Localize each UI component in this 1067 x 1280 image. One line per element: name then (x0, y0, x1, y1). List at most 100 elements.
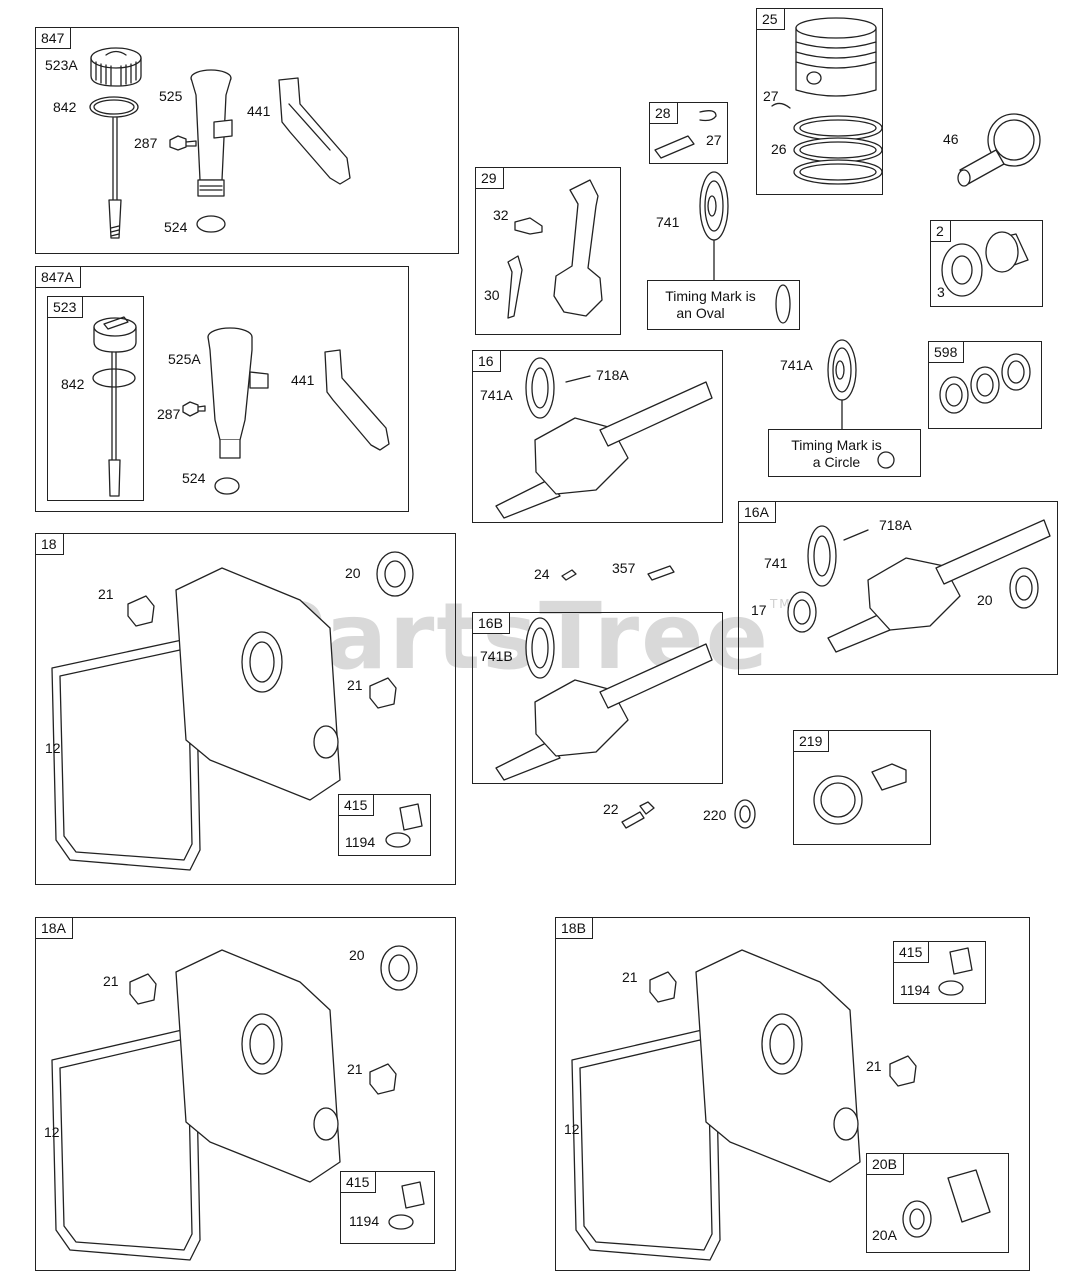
group-28-id: 28 (650, 103, 678, 124)
crankshaft-16A (787, 519, 1051, 653)
rod-29 (553, 179, 603, 317)
label-287: 287 (134, 135, 158, 151)
label-17: 17 (751, 602, 767, 618)
group-18A-415-id: 415 (341, 1172, 377, 1193)
label-741B: 741B (480, 648, 513, 664)
group-16A: 16A (738, 501, 1058, 675)
group-598-id: 598 (929, 342, 965, 363)
group-16-id: 16 (473, 351, 501, 372)
label-525A: 525A (168, 351, 201, 367)
label-21-b: 21 (347, 677, 363, 693)
dipstick (108, 117, 122, 239)
label-287-a: 287 (157, 406, 181, 422)
label-12: 12 (45, 740, 61, 756)
label-46: 46 (943, 131, 959, 147)
group-598: 598 (928, 341, 1042, 429)
group-523: 523 (47, 296, 144, 501)
group-25-id: 25 (757, 9, 785, 30)
crankshaft-16B (495, 617, 713, 781)
label-1194: 1194 (345, 834, 376, 850)
group-20B: 20B (866, 1153, 1009, 1253)
bracket-441 (278, 77, 351, 185)
label-21-18B: 21 (622, 969, 638, 985)
label-21-18A: 21 (103, 973, 119, 989)
group-847A-id: 847A (36, 267, 81, 288)
tube-525 (190, 69, 233, 197)
label-741A-loose: 741A (780, 357, 813, 373)
piston-25 (795, 17, 877, 97)
group-2: 2 (930, 220, 1043, 307)
label-30: 30 (484, 287, 500, 303)
rings-26 (793, 115, 883, 185)
group-18A-id: 18A (36, 918, 73, 939)
group-16: 16 (472, 350, 723, 523)
tube-525A (207, 327, 269, 459)
group-18B: 18B (555, 917, 1030, 1271)
group-18-id: 18 (36, 534, 64, 555)
group-18B-415: 415 (893, 941, 986, 1004)
group-18: 18 (35, 533, 456, 885)
label-441-a: 441 (291, 372, 315, 388)
label-21b-18A: 21 (347, 1061, 363, 1077)
crankcase-cover-18A (51, 949, 341, 1261)
label-27-b: 27 (763, 88, 779, 104)
group-18A-415: 415 (340, 1171, 435, 1244)
crankshaft-16 (495, 357, 713, 519)
group-219-id: 219 (794, 731, 830, 752)
label-718A: 718A (596, 367, 629, 383)
label-842-a: 842 (61, 376, 85, 392)
label-26: 26 (771, 141, 787, 157)
crankcase-cover-18B (571, 949, 861, 1261)
label-524: 524 (164, 219, 188, 235)
timing-mark-circle-note: Timing Mark is a Circle (768, 429, 921, 477)
label-20-b: 20 (977, 592, 993, 608)
gear-741 (699, 171, 729, 241)
group-847A: 847A (35, 266, 409, 512)
label-741A: 741A (480, 387, 513, 403)
oil-cap-523 (93, 316, 137, 353)
label-842: 842 (53, 99, 77, 115)
group-18-415: 415 (338, 794, 431, 856)
group-219: 219 (793, 730, 931, 845)
label-441: 441 (247, 103, 271, 119)
group-18B-id: 18B (556, 918, 593, 939)
oil-cap-523A (90, 47, 142, 87)
label-524-a: 524 (182, 470, 206, 486)
label-21: 21 (98, 586, 114, 602)
label-20-18A: 20 (349, 947, 365, 963)
bolt-287 (169, 135, 197, 151)
label-12-18A: 12 (44, 1124, 60, 1140)
label-357: 357 (612, 560, 636, 576)
label-12-18B: 12 (564, 1121, 580, 1137)
group-28: 28 (649, 102, 728, 164)
group-29: 29 (475, 167, 621, 335)
label-20: 20 (345, 565, 361, 581)
group-18A: 18A (35, 917, 456, 1271)
label-718A-b: 718A (879, 517, 912, 533)
group-18-415-id: 415 (339, 795, 375, 816)
label-741-b: 741 (764, 555, 788, 571)
label-3: 3 (937, 284, 945, 300)
label-1194-18B: 1194 (900, 982, 931, 998)
label-32: 32 (493, 207, 509, 223)
camshaft-46 (957, 113, 1041, 187)
timing-mark-oval-note: Timing Mark is an Oval (647, 280, 800, 330)
group-16A-id: 16A (739, 502, 776, 523)
note-oval-line1: Timing Mark is (665, 288, 756, 304)
label-220: 220 (703, 807, 727, 823)
note-oval-line2: an Oval (676, 305, 725, 321)
label-1194-18A: 1194 (349, 1213, 380, 1229)
group-847: 847 (35, 27, 459, 254)
gear-741A (827, 339, 857, 401)
group-16B-id: 16B (473, 613, 510, 634)
group-25: 25 (756, 8, 883, 195)
label-22: 22 (603, 801, 619, 817)
group-847-id: 847 (36, 28, 72, 49)
timing-oval-icon (775, 284, 791, 324)
label-20A: 20A (872, 1227, 897, 1243)
group-523-id: 523 (48, 297, 84, 318)
note-circle-line1: Timing Mark is (791, 437, 882, 453)
timing-circle-icon (877, 451, 895, 469)
